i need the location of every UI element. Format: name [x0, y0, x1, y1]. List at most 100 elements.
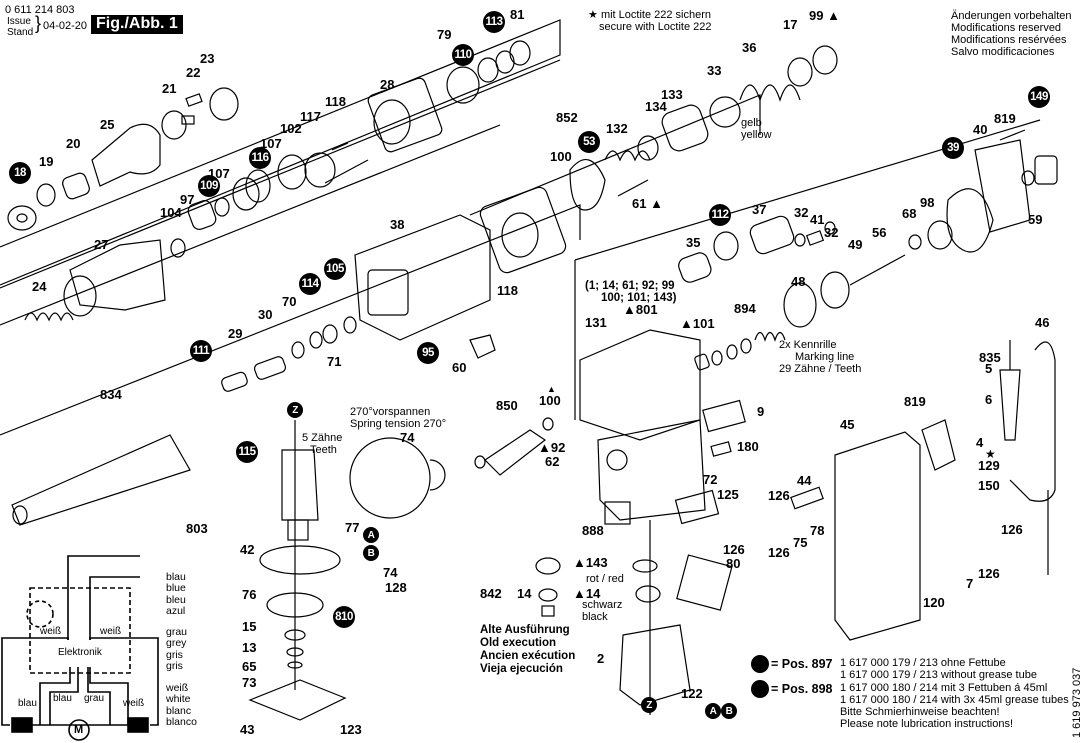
label-120: 120 — [923, 595, 945, 610]
badge-115: 115 — [236, 441, 258, 463]
label-42: 42 — [240, 542, 255, 557]
badge-149: 149 — [1028, 86, 1050, 108]
part-97 — [187, 200, 217, 230]
badge-a-armature: A — [363, 527, 379, 543]
badge-112: 112 — [709, 204, 731, 226]
spring-tension-en: Spring tension 270° — [350, 417, 447, 430]
label-56: 56 — [872, 225, 887, 240]
part-113 — [495, 50, 515, 74]
label-118-mid: 118 — [497, 283, 518, 298]
label-60: 60 — [452, 360, 467, 375]
label-126-left-upper: 126 — [768, 488, 790, 503]
part-834 — [11, 434, 191, 526]
part-49 — [820, 271, 850, 309]
label-102: 102 — [280, 121, 302, 136]
part-42 — [259, 545, 341, 575]
label-65: 65 — [242, 659, 257, 674]
black-text: black — [582, 610, 608, 623]
color-blau: blau — [166, 571, 186, 583]
label-9: 9 — [757, 404, 765, 419]
figure-title: Fig./Abb. 1 — [91, 15, 183, 34]
spring-tension-detail — [349, 437, 431, 519]
electronics-label: Elektronik — [58, 647, 102, 658]
pos-898-label: = Pos. 898 — [771, 682, 833, 696]
color-white: white — [166, 693, 191, 706]
label-28: 28 — [380, 77, 395, 92]
badge-95: 95 — [417, 342, 439, 364]
label-104: 104 — [160, 205, 182, 220]
label-100-upper: 100 — [550, 149, 572, 164]
label-100-lower-text: 100 — [539, 393, 561, 408]
part-32b — [824, 221, 836, 235]
part-36 — [739, 84, 801, 102]
old-exec-fr: Ancien exécution — [480, 649, 576, 662]
pos-898-line-de: 1 617 000 180 / 214 mit 3 Fettuben á 45m… — [840, 682, 1048, 694]
part-80 — [676, 554, 733, 611]
part-44 — [790, 486, 824, 510]
part-27 — [69, 239, 166, 311]
label-73: 73 — [242, 675, 257, 690]
part-842-top — [535, 557, 561, 575]
lubrication-note-de: Bitte Schmierhinweise beachten! — [840, 706, 1000, 719]
color-grau: grau — [166, 626, 188, 638]
label-71: 71 — [327, 354, 342, 369]
label-44: 44 — [797, 473, 812, 488]
wire-grau-inner: grau — [84, 693, 105, 704]
part-41 — [805, 230, 825, 246]
issue-date: 04-02-20 — [43, 20, 88, 32]
spring-tension-de: 270°vorspannen — [350, 406, 431, 418]
label-59: 59 — [1028, 212, 1043, 227]
label-126-left-lower: 126 — [768, 545, 790, 560]
label-49: 49 — [848, 237, 863, 252]
label-128: 128 — [385, 580, 407, 595]
label-7: 7 — [966, 576, 974, 591]
label-132: 132 — [606, 121, 628, 136]
part-37 — [749, 215, 795, 255]
label-801: ▲801 — [623, 302, 658, 317]
kennrille-text: 2x Kennrille — [779, 339, 837, 351]
wire-weiss-outer: weiß — [123, 698, 145, 709]
badge-a-stator: A — [705, 703, 721, 719]
part-23 — [209, 87, 239, 121]
part-888-label — [604, 501, 631, 525]
label-4: 4 — [976, 435, 984, 450]
mod-de: Änderungen vorbehalten — [951, 10, 1072, 22]
part-45 — [834, 431, 921, 641]
lubrication-dot-898-icon — [751, 680, 769, 698]
label-819-top: 819 — [994, 111, 1016, 126]
label-100-lower: ▲100 — [539, 384, 561, 408]
pos-897-line-de: 1 617 000 179 / 213 ohne Fettube — [840, 657, 1006, 669]
loctite-line-1: mit Loctite 222 sichern — [600, 9, 711, 21]
gelb-yellow-note: gelb yellow — [741, 117, 772, 141]
part-35 — [678, 252, 712, 283]
part-53 — [569, 159, 606, 211]
lubrication-note-en: Please note lubrication instructions! — [840, 718, 1014, 731]
part-117 — [324, 159, 369, 184]
part-132 — [604, 150, 651, 162]
badge-105: 105 — [324, 258, 346, 280]
part-99 — [812, 45, 838, 75]
label-803: 803 — [186, 521, 208, 536]
part-180 — [710, 441, 732, 457]
star-icon: ★ — [588, 9, 598, 21]
label-32-a: 32 — [794, 205, 809, 220]
label-2: 2 — [597, 651, 605, 666]
label-14-old: 14 — [517, 586, 532, 601]
part-32 — [794, 233, 806, 247]
label-24: 24 — [32, 279, 47, 294]
part-98 — [927, 220, 953, 250]
label-117: 117 — [300, 109, 321, 124]
label-20: 20 — [66, 136, 81, 151]
label-76: 76 — [242, 587, 257, 602]
label-850: 850 — [496, 398, 518, 413]
label-126-stator: 126 — [723, 542, 745, 557]
part-2 — [619, 624, 691, 706]
label-62: 62 — [545, 454, 560, 469]
part-888-housing — [597, 419, 706, 521]
label-129: 129 — [978, 458, 1000, 473]
part-22 — [185, 93, 203, 107]
badge-b-armature: B — [363, 545, 379, 561]
label-125: 125 — [717, 487, 739, 502]
badge-z-stator: Z — [641, 697, 657, 713]
pos-897-label: = Pos. 897 — [771, 657, 833, 671]
